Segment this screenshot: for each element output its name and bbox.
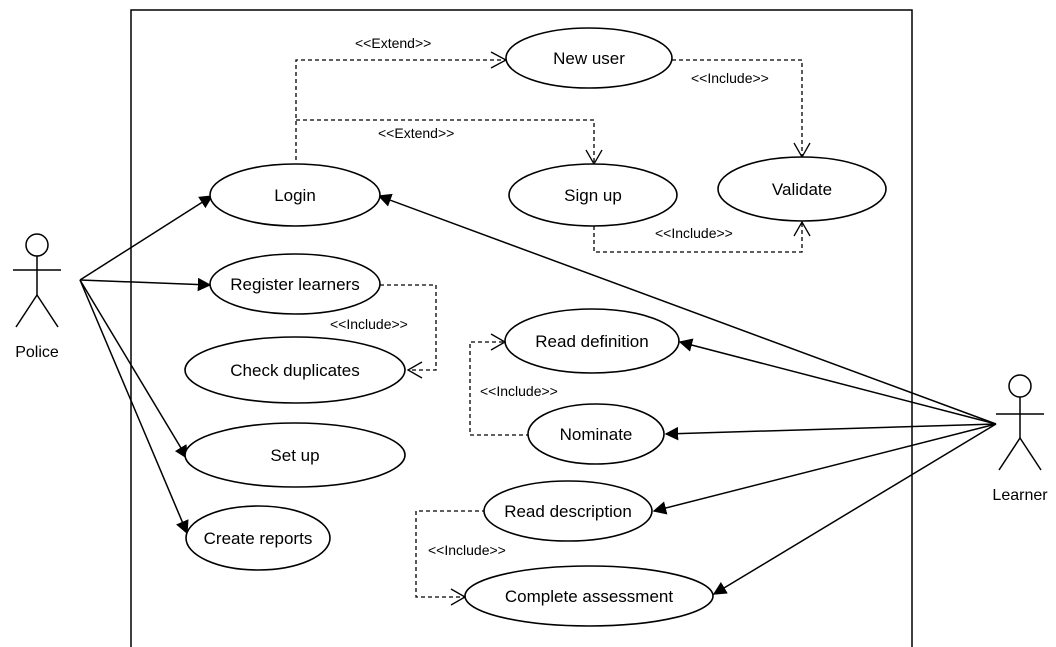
use-case-read-definition[interactable]: Read definition [504, 308, 680, 374]
include-label-complete-assessment: <<Include>> [428, 542, 506, 558]
association-learner-complete-assessment [712, 423, 997, 595]
learner-head [1008, 374, 1032, 398]
include-new-user-validate: <<Include>> [672, 59, 811, 159]
police-head [25, 233, 49, 257]
association-learner-login [377, 193, 997, 425]
include-label-validate-sign-up: <<Include>> [655, 225, 733, 241]
learner-associations [377, 193, 997, 595]
use-case-read-definition-label: Read definition [535, 332, 648, 351]
use-case-check-duplicates[interactable]: Check duplicates [184, 336, 406, 404]
use-case-read-description-label: Read description [504, 502, 632, 521]
use-case-sign-up[interactable]: Sign up [508, 163, 678, 227]
association-police-login [79, 195, 214, 281]
association-police-create-reports [79, 279, 189, 535]
use-case-login[interactable]: Login [209, 163, 381, 227]
include-register-check-duplicates: <<Include>> [330, 284, 437, 379]
include-label-read-definition: <<Include>> [480, 383, 558, 399]
association-police-register-learners [79, 277, 212, 292]
extend-login-sign-up: <<Extend>> [296, 119, 603, 166]
police-associations [79, 195, 214, 535]
use-case-create-reports-label: Create reports [204, 529, 313, 548]
police-left-leg [15, 294, 38, 328]
use-case-register-learners-label: Register learners [230, 275, 359, 294]
actor-police-label: Police [15, 344, 59, 361]
association-learner-nominate [664, 423, 997, 441]
actor-learner-label: Learner [992, 487, 1048, 504]
use-case-set-up-label: Set up [270, 446, 319, 465]
actor-police[interactable]: Police [13, 233, 61, 361]
use-case-register-learners[interactable]: Register learners [209, 253, 381, 315]
use-case-new-user-label: New user [553, 49, 625, 68]
use-case-nominate[interactable]: Nominate [527, 403, 665, 465]
use-case-complete-assessment-label: Complete assessment [505, 587, 673, 606]
use-case-new-user[interactable]: New user [505, 27, 673, 89]
learner-right-leg [1019, 437, 1042, 471]
actor-learner[interactable]: Learner [992, 374, 1048, 504]
learner-left-leg [998, 437, 1021, 471]
include-sign-up-validate: <<Include>> [593, 220, 811, 253]
system-boundary [130, 9, 913, 647]
association-police-set-up [79, 279, 188, 460]
use-case-sign-up-label: Sign up [564, 186, 622, 205]
extend-login-new-user: <<Extend>> [295, 35, 508, 160]
use-case-read-description[interactable]: Read description [483, 480, 653, 542]
use-case-complete-assessment[interactable]: Complete assessment [464, 565, 714, 627]
use-case-check-duplicates-label: Check duplicates [230, 361, 359, 380]
extend-label-new-user: <<Extend>> [355, 35, 431, 51]
use-case-validate[interactable]: Validate [717, 156, 887, 222]
include-label-check-duplicates: <<Include>> [330, 316, 408, 332]
use-case-login-label: Login [274, 186, 316, 205]
include-label-validate-new-user: <<Include>> [691, 70, 769, 86]
use-case-validate-label: Validate [772, 180, 832, 199]
association-learner-read-definition [678, 338, 997, 425]
extend-label-sign-up: <<Extend>> [378, 125, 454, 141]
use-case-create-reports[interactable]: Create reports [185, 505, 331, 571]
use-case-nominate-label: Nominate [560, 425, 633, 444]
use-case-set-up[interactable]: Set up [184, 422, 406, 488]
police-right-leg [36, 294, 59, 328]
association-learner-read-description [652, 423, 997, 515]
